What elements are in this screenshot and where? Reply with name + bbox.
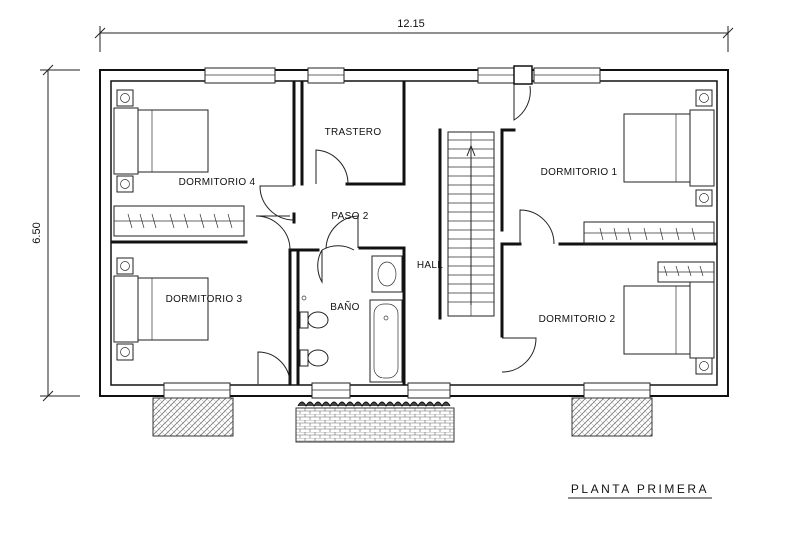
dimension-width-label: 12.15 [397, 18, 425, 30]
room-label-hall: HALL [417, 260, 443, 271]
balconies [152, 397, 653, 443]
staircase [447, 131, 495, 317]
bathroom-fixtures [299, 255, 403, 383]
wardrobe-dormitorio-4 [113, 205, 245, 237]
windows-top [204, 65, 601, 85]
dimension-width: 12.15 [94, 18, 734, 52]
plan-title: PLANTA PRIMERA [568, 482, 712, 499]
wardrobe-dormitorio-2 [657, 261, 715, 283]
bed-dormitorio-2 [623, 281, 715, 375]
plan-title-text: PLANTA PRIMERA [571, 482, 709, 496]
room-label-dormitorio-2: DORMITORIO 2 [539, 314, 616, 325]
room-labels: DORMITORIO 4 DORMITORIO 3 TRASTERO PASO … [166, 127, 618, 325]
bed-dormitorio-1 [623, 89, 715, 207]
dimension-depth-label: 6.50 [31, 222, 43, 243]
dimension-depth: 6.50 [31, 64, 80, 402]
room-label-dormitorio-4: DORMITORIO 4 [179, 177, 256, 188]
room-label-dormitorio-3: DORMITORIO 3 [166, 294, 243, 305]
wardrobe-dormitorio-1 [583, 221, 715, 245]
bed-dormitorio-3 [113, 257, 209, 361]
room-label-bano: BAÑO [330, 300, 360, 313]
windows-bottom [163, 382, 651, 399]
doors [255, 84, 555, 385]
room-label-paso-2: PASO 2 [331, 211, 368, 222]
room-label-dormitorio-1: DORMITORIO 1 [541, 167, 618, 178]
room-label-trastero: TRASTERO [325, 127, 382, 138]
bed-dormitorio-4 [113, 89, 209, 193]
